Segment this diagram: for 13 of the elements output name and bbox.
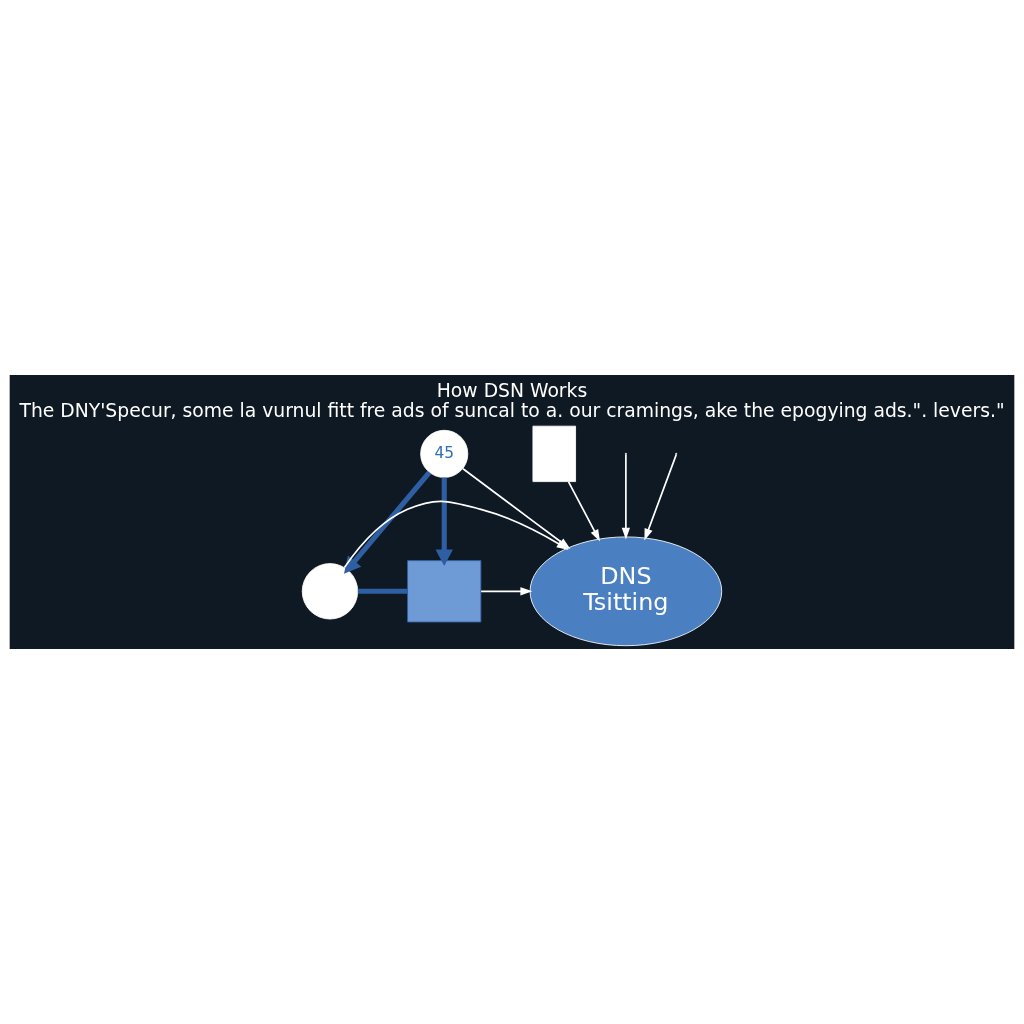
- node-circle: 45: [420, 429, 469, 478]
- node-circle: [301, 563, 359, 620]
- caption: The DNY'Specur, some la vurnul fitt fre ads of suncal to a. our cramings, ake the epogying ads.". levers.": [19, 400, 1005, 422]
- arrow: [480, 587, 533, 596]
- arrow: [567, 481, 601, 542]
- connector: [357, 588, 408, 594]
- arrow: [343, 470, 432, 574]
- arrow: [644, 454, 677, 541]
- arrow: [621, 454, 631, 540]
- arrow: [435, 477, 453, 567]
- node-box: [407, 560, 482, 623]
- diagram-title: How DSN Works: [436, 379, 588, 401]
- node-box: [532, 425, 576, 483]
